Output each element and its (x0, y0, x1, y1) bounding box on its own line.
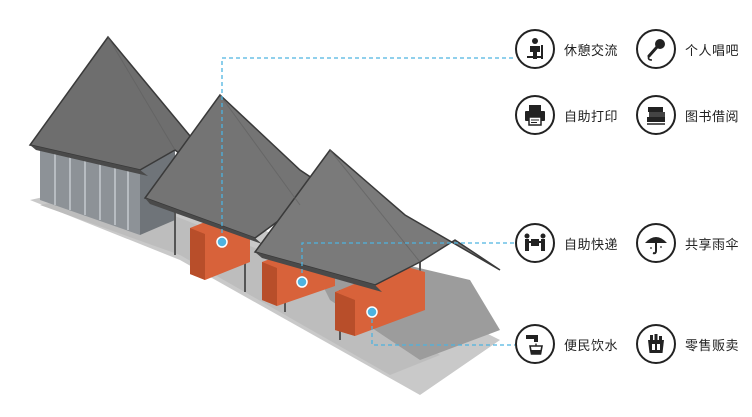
feature-vending: 零售贩卖 (636, 322, 739, 366)
leader-courier (301, 242, 515, 280)
feature-karaoke: 个人唱吧 (636, 27, 739, 71)
feature-label: 自助快递 (564, 237, 619, 253)
feature-label: 休憩交流 (564, 43, 619, 59)
feature-water: 便民饮水 (515, 322, 618, 366)
vending-snacks-icon (636, 324, 676, 364)
printer-icon (515, 95, 555, 135)
roofs (28, 35, 501, 292)
parcel-handover-icon (515, 223, 555, 263)
person-reading-chair-icon (515, 29, 555, 69)
feature-courier: 自助快递 (515, 221, 618, 265)
feature-label: 共享雨伞 (685, 237, 740, 253)
feature-lounge: 休憩交流 (515, 27, 618, 71)
leader-lines (221, 57, 515, 346)
microphone-icon (636, 29, 676, 69)
leader-dots (216, 236, 378, 318)
feature-print: 自助打印 (515, 93, 618, 137)
leader-lounge (221, 57, 515, 240)
feature-label: 自助打印 (564, 109, 619, 125)
umbrella-icon (636, 223, 676, 263)
hotspot-lounge (216, 236, 228, 248)
books-icon (636, 95, 676, 135)
leader-water (371, 312, 515, 346)
hotspot-water (366, 306, 378, 318)
feature-label: 个人唱吧 (685, 43, 740, 59)
hotspot-courier (296, 276, 308, 288)
feature-umbrella: 共享雨伞 (636, 221, 739, 265)
feature-label: 零售贩卖 (685, 338, 740, 354)
feature-books: 图书借阅 (636, 93, 739, 137)
feature-label: 图书借阅 (685, 109, 740, 125)
feature-label: 便民饮水 (564, 338, 619, 354)
water-tap-cup-icon (515, 324, 555, 364)
